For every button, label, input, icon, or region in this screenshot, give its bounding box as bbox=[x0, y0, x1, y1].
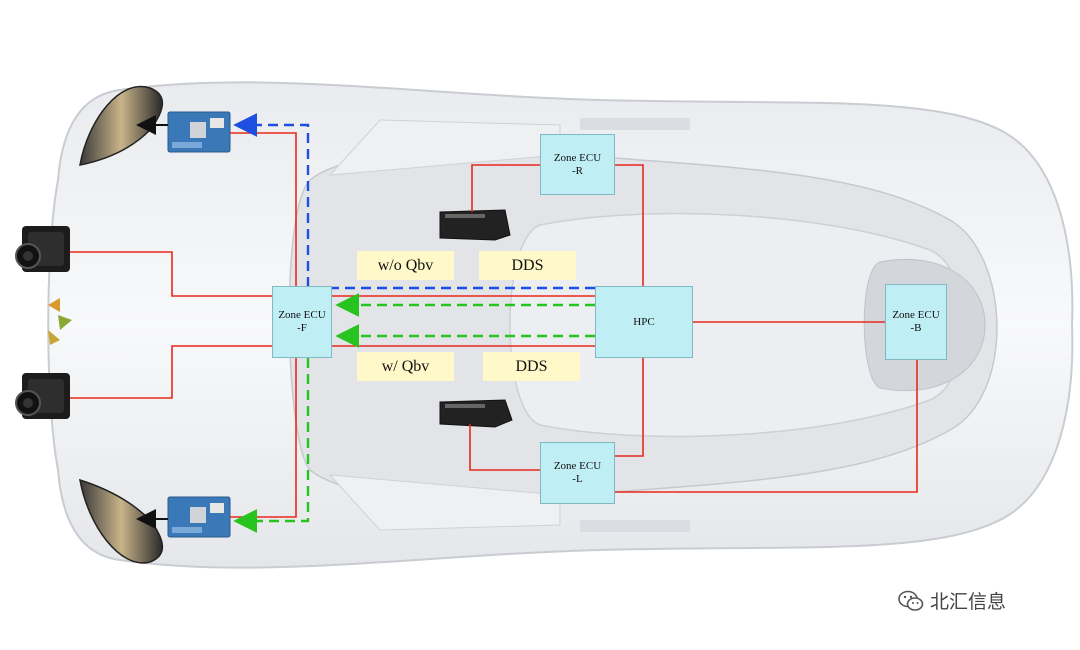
watermark: 北汇信息 bbox=[898, 587, 1006, 614]
zone-ecu-front: Zone ECU -F bbox=[272, 286, 332, 358]
zone-ecu-left-line1: Zone ECU bbox=[553, 460, 602, 472]
headlamp-top bbox=[79, 85, 164, 166]
zone-ecu-back-line1: Zone ECU bbox=[892, 309, 940, 321]
watermark-text: 北汇信息 bbox=[930, 591, 1007, 613]
link-zone-r-to-sensor bbox=[471, 164, 540, 212]
zone-ecu-front-line2: -F bbox=[297, 322, 307, 334]
link-zone-l-to-hpc bbox=[615, 358, 644, 457]
zone-ecu-right-line1: Zone ECU bbox=[553, 151, 602, 164]
zone-ecu-right-line2: -R bbox=[572, 164, 583, 177]
controller-board-bottom-icon bbox=[167, 496, 231, 538]
flow-without-qbv bbox=[233, 113, 595, 290]
zone-ecu-back-line2: -B bbox=[910, 322, 922, 334]
controller-board-top-icon bbox=[167, 111, 231, 153]
headlamp-bottom bbox=[79, 478, 164, 564]
tag-dds-top: DDS bbox=[479, 251, 576, 280]
zone-ecu-left-line2: -L bbox=[572, 473, 583, 485]
zone-ecu-front-line1: Zone ECU bbox=[278, 309, 326, 321]
link-zone-l-to-zone-b bbox=[615, 360, 918, 493]
tag-with-qbv: w/ Qbv bbox=[357, 352, 454, 381]
sensor-left-icon bbox=[439, 399, 513, 428]
camera-bottom-icon bbox=[15, 373, 70, 419]
flow-with-qbv bbox=[233, 293, 595, 533]
tag-without-qbv: w/o Qbv bbox=[357, 251, 454, 280]
zone-ecu-back: Zone ECU -B bbox=[885, 284, 947, 360]
link-bottom-camera-to-zone-f bbox=[70, 345, 272, 399]
camera-top-icon bbox=[15, 226, 70, 272]
tag-dds-bottom: DDS bbox=[483, 352, 580, 381]
hpc-box: HPC bbox=[595, 286, 693, 358]
sensor-right-icon bbox=[439, 209, 511, 241]
brand-logo-icon bbox=[48, 298, 72, 345]
wechat-icon bbox=[898, 590, 924, 611]
hpc-label: HPC bbox=[633, 315, 655, 328]
link-zone-l-to-sensor bbox=[469, 424, 540, 471]
link-top-camera-to-zone-f bbox=[70, 251, 272, 297]
link-zone-r-to-hpc bbox=[615, 164, 644, 286]
zone-ecu-right: Zone ECU -R bbox=[540, 134, 615, 195]
zone-ecu-left: Zone ECU -L bbox=[540, 442, 615, 504]
